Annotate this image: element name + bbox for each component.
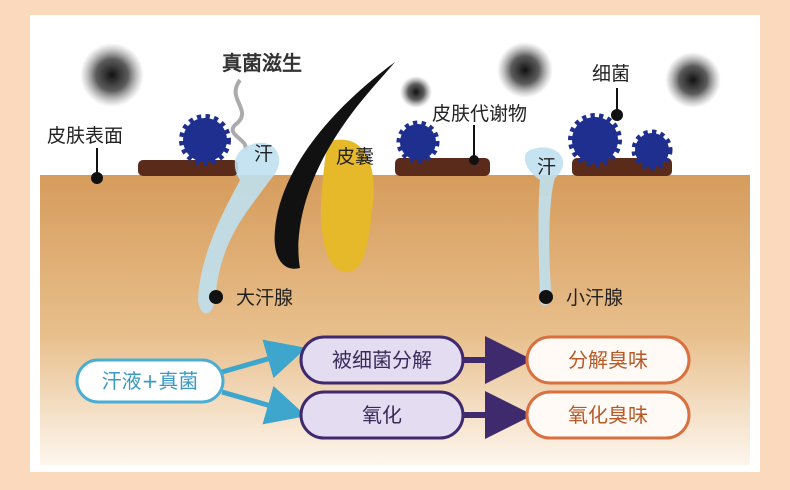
label-eccrine-gland: 小汗腺	[566, 287, 623, 309]
process-label-decompose: 被细菌分解	[332, 348, 432, 372]
result-label-decompose-odor: 分解臭味	[568, 348, 648, 372]
follicle-icon	[320, 139, 374, 273]
pointer-dot	[611, 109, 623, 121]
apocrine-sweat-duct	[198, 142, 280, 314]
hair-icon	[274, 62, 395, 269]
label-sweat-left: 汗	[254, 143, 273, 165]
process-label-oxidize: 氧化	[362, 403, 402, 427]
arrow-icon	[221, 385, 307, 425]
label-apocrine-gland: 大汗腺	[236, 287, 293, 309]
pointer-dot	[91, 172, 103, 184]
source-label: 汗液+真菌	[102, 369, 199, 393]
odor-smoke-icons	[80, 42, 721, 151]
bacteria-icons	[179, 113, 673, 171]
pointer-dot	[209, 290, 223, 304]
pointer-dot	[539, 290, 553, 304]
arrow-icon	[221, 339, 307, 379]
skin-debris	[138, 160, 238, 176]
source-box	[75, 358, 225, 404]
label-fungus-growth: 真菌滋生	[222, 51, 302, 75]
process-box-oxidize	[299, 390, 465, 440]
label-follicle: 皮囊	[336, 146, 374, 168]
label-skin-metabolite: 皮肤代谢物	[432, 103, 527, 125]
label-sweat-right: 汗	[537, 156, 556, 178]
label-skin-surface: 皮肤表面	[47, 125, 123, 147]
result-box-decompose-odor	[525, 335, 691, 385]
result-box-oxidize-odor	[525, 390, 691, 440]
process-box-decompose	[299, 335, 465, 385]
eccrine-sweat-duct	[524, 147, 564, 306]
label-bacteria: 细菌	[592, 63, 630, 85]
pointer-dot	[469, 155, 479, 165]
result-label-oxidize-odor: 氧化臭味	[568, 403, 648, 427]
odor-flow: 汗液+真菌 被细菌分解 氧化 分解臭味 氧化臭味	[75, 335, 691, 440]
